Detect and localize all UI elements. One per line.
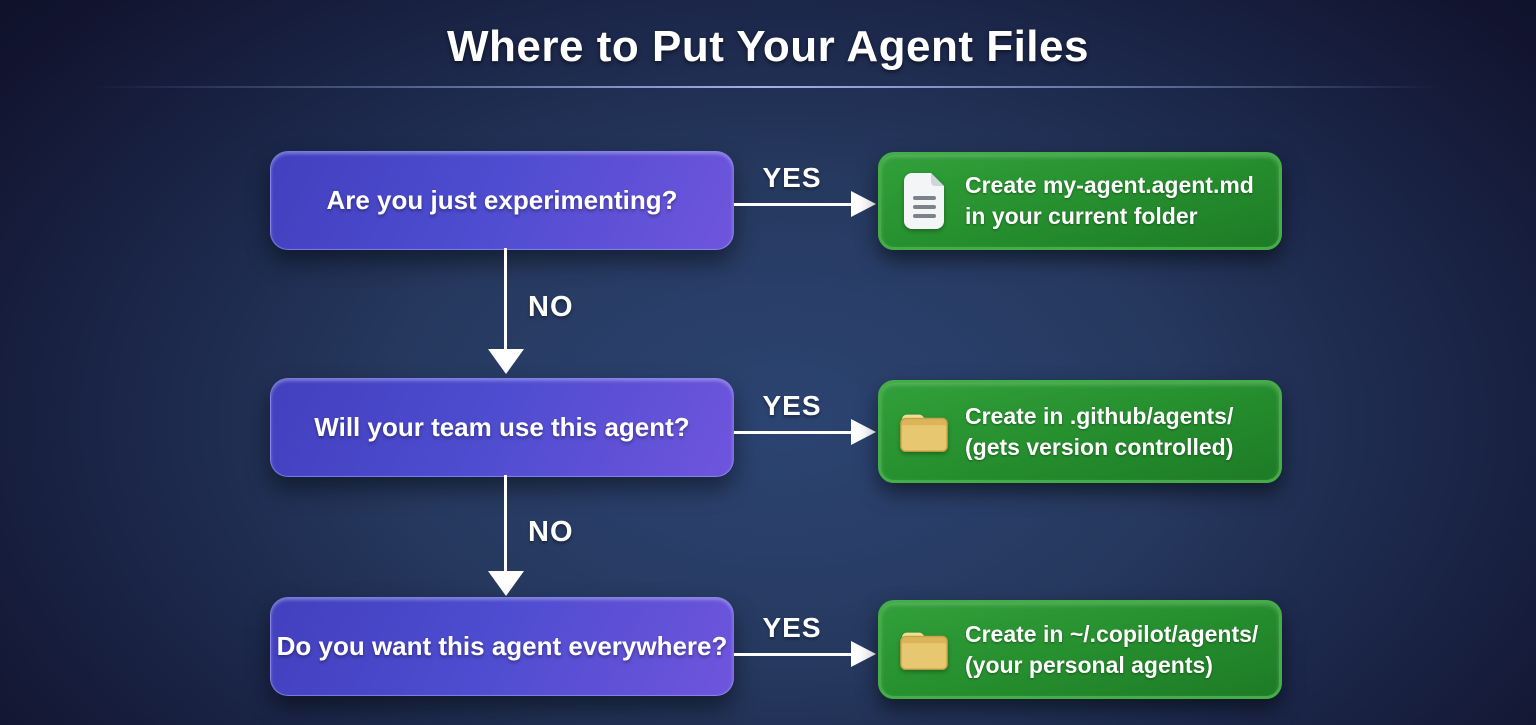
yes-arrow-2: YES	[734, 390, 876, 456]
yes-label: YES	[762, 162, 822, 193]
arrowhead-down-icon	[488, 571, 524, 596]
answer-line-1: Create in .github/agents/	[965, 402, 1234, 429]
folder-icon	[899, 409, 949, 454]
question-box-experimenting: Are you just experimenting?	[270, 151, 734, 250]
answer-line-2: in your current folder	[965, 203, 1198, 229]
answer-text: Create in .github/agents/ (gets version …	[965, 401, 1233, 463]
folder-icon	[899, 627, 949, 672]
yes-arrow-1: YES	[734, 162, 876, 228]
answer-text: Create my-agent.agent.md in your current…	[965, 170, 1254, 232]
yes-label: YES	[762, 612, 822, 643]
arrowhead-right-icon	[851, 419, 876, 445]
answer-line-2: (gets version controlled)	[965, 433, 1234, 460]
question-text: Are you just experimenting?	[326, 185, 678, 215]
no-arrow-1: NO	[488, 248, 598, 374]
answer-box-current-folder: Create my-agent.agent.md in your current…	[878, 152, 1282, 250]
no-arrow-2: NO	[488, 475, 598, 596]
question-text: Will your team use this agent?	[314, 412, 690, 442]
no-label: NO	[528, 515, 574, 548]
arrow-line	[734, 653, 856, 656]
arrowhead-down-icon	[488, 349, 524, 374]
no-label: NO	[528, 291, 574, 323]
arrow-line	[504, 248, 507, 352]
answer-line-1: Create in ~/.copilot/agents/	[965, 620, 1259, 647]
yes-label: YES	[762, 390, 822, 421]
arrowhead-right-icon	[851, 641, 876, 667]
answer-text: Create in ~/.copilot/agents/ (your perso…	[965, 619, 1258, 681]
answer-box-copilot-agents: Create in ~/.copilot/agents/ (your perso…	[878, 600, 1282, 699]
question-box-agent-everywhere: Do you want this agent everywhere?	[270, 597, 734, 696]
question-box-team-use: Will your team use this agent?	[270, 378, 734, 477]
answer-box-github-agents: Create in .github/agents/ (gets version …	[878, 380, 1282, 483]
title-divider	[90, 86, 1440, 88]
page-title: Where to Put Your Agent Files	[447, 22, 1089, 71]
arrow-line	[734, 431, 856, 434]
arrow-line	[504, 475, 507, 574]
answer-line-1: Create my-agent.agent.md	[965, 172, 1254, 198]
answer-line-2: (your personal agents)	[965, 651, 1213, 678]
yes-arrow-3: YES	[734, 612, 876, 678]
question-text: Do you want this agent everywhere?	[276, 631, 728, 661]
arrowhead-right-icon	[851, 191, 876, 217]
document-icon	[899, 173, 949, 229]
arrow-line	[734, 203, 856, 206]
